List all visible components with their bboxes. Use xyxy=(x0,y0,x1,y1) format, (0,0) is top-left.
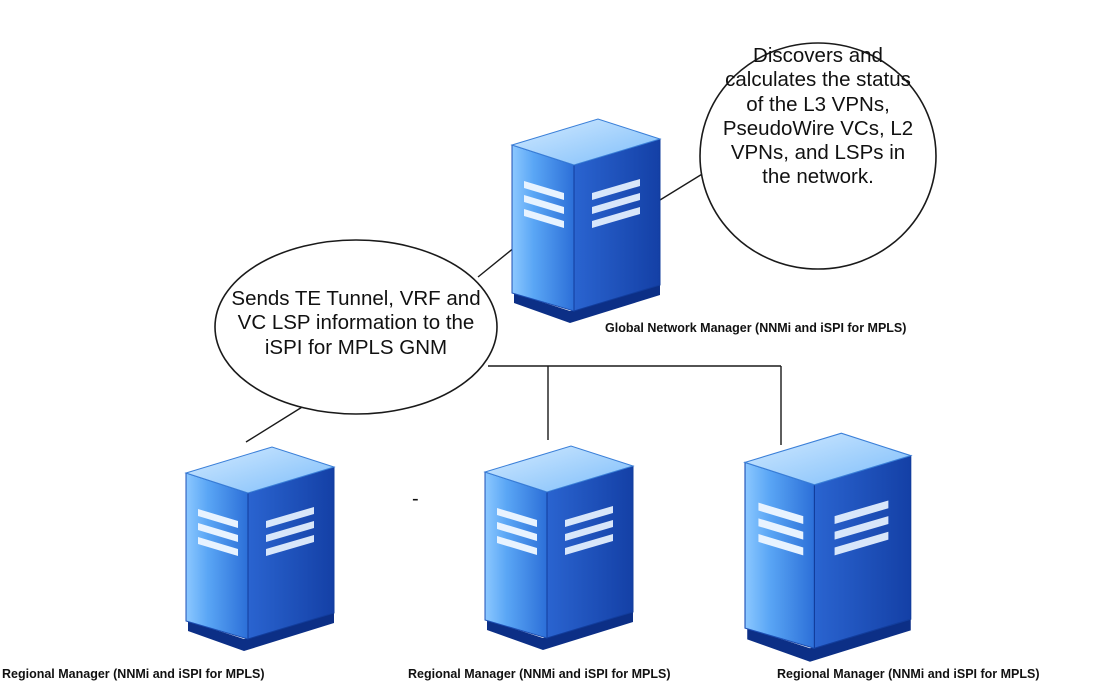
server-side-slot xyxy=(565,506,613,527)
server-top xyxy=(510,118,662,166)
server-front-slot xyxy=(758,502,804,524)
server-front-slot xyxy=(524,195,564,214)
server-top xyxy=(743,432,913,486)
callout-line: VPNs, and LSPs in xyxy=(730,141,906,165)
stray-mark: - xyxy=(412,488,419,510)
server-front-slot xyxy=(198,523,238,542)
regional-manager-server-icon-2 xyxy=(483,445,635,650)
connectors xyxy=(245,167,782,445)
server-front-slot xyxy=(497,522,537,541)
server-side-slot xyxy=(592,193,640,214)
server-side-slot xyxy=(834,531,889,556)
server-front-slot xyxy=(198,537,238,556)
server-side-slot xyxy=(565,534,613,555)
global-manager-server-icon xyxy=(510,118,662,323)
server-side-slot xyxy=(565,520,613,541)
server-base xyxy=(747,619,911,662)
server-front xyxy=(511,144,575,312)
server-front xyxy=(484,471,548,639)
server-side-slot xyxy=(592,207,640,228)
server-side-slot xyxy=(592,179,640,200)
discovers-callout-bubble xyxy=(699,42,937,270)
callout-line: of the L3 VPNs, xyxy=(746,92,890,116)
callout-line: VC LSP information to the xyxy=(237,311,475,335)
server-front-slot xyxy=(497,508,537,527)
server-front-slot xyxy=(524,181,564,200)
server-side-slot xyxy=(266,535,314,556)
server-front-slot xyxy=(758,518,804,540)
callout-line: Sends TE Tunnel, VRF and xyxy=(231,287,481,310)
servers xyxy=(184,118,913,662)
server-base xyxy=(188,613,334,651)
server-top xyxy=(184,446,336,494)
regional-manager-label-1: Regional Manager (NNMi and iSPI for MPLS… xyxy=(2,667,265,681)
global-manager-label: Global Network Manager (NNMi and iSPI fo… xyxy=(605,321,907,335)
regional-manager-server-icon-3 xyxy=(743,432,913,662)
sends-callout-bubble xyxy=(214,239,498,415)
server-front-slot xyxy=(758,534,804,556)
server-side xyxy=(573,138,661,312)
regional-manager-server-icon-1 xyxy=(184,446,336,651)
server-side xyxy=(813,454,912,650)
callout-line: the network. xyxy=(762,165,874,189)
discovers-callout-text: Discovers and calculates the status of t… xyxy=(718,44,918,190)
regional-manager-label-3: Regional Manager (NNMi and iSPI for MPLS… xyxy=(777,667,1040,681)
regional-manager-label-2: Regional Manager (NNMi and iSPI for MPLS… xyxy=(408,667,671,681)
server-front-slot xyxy=(524,209,564,228)
server-front-slot xyxy=(198,509,238,528)
sends-callout-text: Sends TE Tunnel, VRF and VC LSP informat… xyxy=(216,287,496,360)
server-side-slot xyxy=(266,507,314,528)
callout-line: PseudoWire VCs, L2 xyxy=(722,116,914,140)
server-side-slot xyxy=(834,516,889,540)
server-side xyxy=(546,465,634,639)
server-side xyxy=(247,466,335,640)
connector-gnm-to-sends-callout xyxy=(477,246,516,278)
callout-line: calculates the status xyxy=(725,68,911,92)
server-base xyxy=(514,285,660,323)
callout-line: iSPI for MPLS GNM xyxy=(264,335,448,359)
server-top xyxy=(483,445,635,493)
server-front xyxy=(744,461,816,650)
connector-sends-callout-to-regional-1 xyxy=(245,403,308,443)
server-side-slot xyxy=(834,500,889,524)
server-side-slot xyxy=(266,521,314,542)
server-front xyxy=(185,472,249,640)
callout-line: Discovers and xyxy=(753,44,883,67)
server-base xyxy=(487,612,633,650)
server-front-slot xyxy=(497,536,537,555)
